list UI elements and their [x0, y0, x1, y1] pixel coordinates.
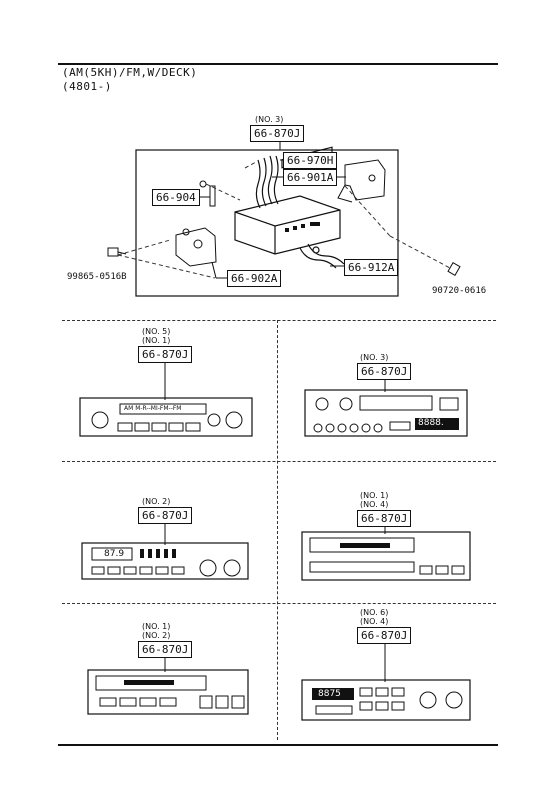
- bolt-right: [447, 261, 461, 277]
- v4-part: 66-870J: [357, 510, 412, 527]
- part-66-901a: 66-901A: [283, 169, 338, 186]
- v2-part: 66-870J: [357, 363, 412, 380]
- right-bracket: [337, 159, 386, 203]
- left-bracket: [175, 227, 217, 267]
- bottom-rule: [58, 744, 498, 746]
- v5-label-1: (NO. 1): [142, 622, 171, 631]
- radio-face-detail: [285, 222, 320, 232]
- top-rule: [58, 63, 498, 65]
- v1-label-1: (NO. 5): [142, 327, 171, 336]
- wiring-harness: [255, 155, 279, 209]
- bolt-left: [107, 247, 127, 257]
- main-frame: [135, 149, 399, 297]
- v1-display-text: AM M-R--MI-FM--FM: [124, 405, 182, 412]
- v2-label-1: (NO. 3): [360, 353, 389, 362]
- v4-label-2: (NO. 4): [360, 500, 389, 509]
- part-66-970h: 66-970H: [283, 152, 338, 169]
- grid-divider-vertical: [277, 320, 278, 740]
- model-serial: (4801-): [62, 80, 112, 93]
- main-no-label: (NO. 3): [255, 115, 284, 124]
- v3-label-1: (NO. 2): [142, 497, 171, 506]
- v2-display-text: 8888.: [418, 418, 444, 428]
- part-66-912a: 66-912A: [344, 259, 399, 276]
- main-part-label: 66-870J: [250, 125, 305, 142]
- v3-display-text: 87.9: [104, 549, 125, 559]
- bolt-left-number: 99865-0516B: [67, 272, 127, 282]
- v5-part: 66-870J: [138, 641, 193, 658]
- antenna-leads: [299, 243, 345, 269]
- v3-part: 66-870J: [138, 507, 193, 524]
- v6-label-1: (NO. 6): [360, 608, 389, 617]
- part-66-904: 66-904: [152, 189, 200, 206]
- model-title: (AM(5KH)/FM,W/DECK): [62, 66, 198, 79]
- part-66-902a: 66-902A: [227, 270, 282, 287]
- grid-divider-2: [62, 461, 496, 462]
- v6-part: 66-870J: [357, 627, 412, 644]
- bolt-right-number: 90720-0616: [432, 286, 487, 296]
- grid-divider-1: [62, 320, 496, 321]
- v5-label-2: (NO. 2): [142, 631, 171, 640]
- v6-display-text: 8875: [318, 689, 341, 699]
- grid-divider-3: [62, 603, 496, 604]
- v6-label-2: (NO. 4): [360, 617, 389, 626]
- v4-label-1: (NO. 1): [360, 491, 389, 500]
- v1-label-2: (NO. 1): [142, 336, 171, 345]
